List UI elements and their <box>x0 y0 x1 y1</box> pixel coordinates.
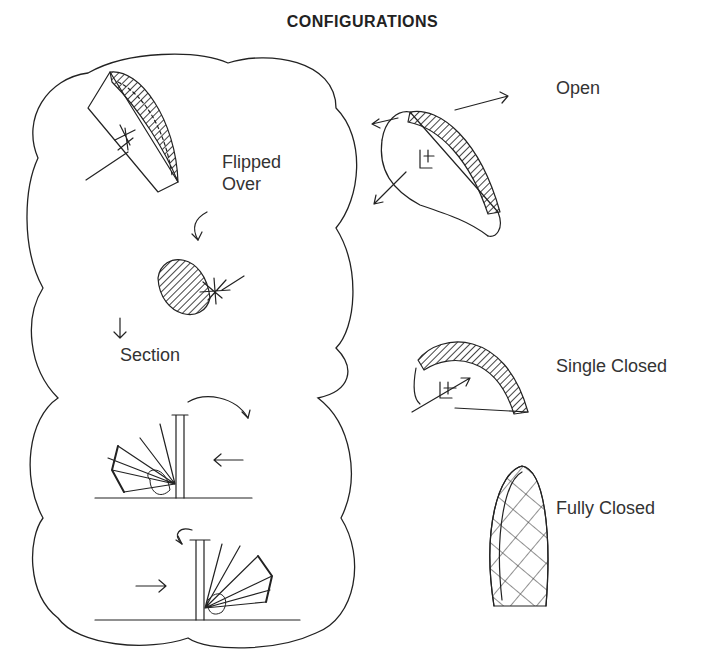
flipped-sketch <box>158 260 244 315</box>
single-closed-sketch <box>412 342 528 414</box>
configuration-label: Open <box>556 78 716 100</box>
cloud-label: Flipped Over <box>222 152 302 195</box>
cloud-outline <box>18 48 373 654</box>
section-sketch-2 <box>95 529 300 620</box>
down-arrow <box>114 318 126 338</box>
open-sketch <box>372 92 508 236</box>
configuration-label: Single Closed <box>556 356 716 378</box>
cloud-region: Flipped OverSection <box>18 48 373 654</box>
section-sketch-1 <box>95 397 252 498</box>
flip-arrow <box>192 212 207 240</box>
fully-closed-sketch <box>490 466 548 606</box>
configuration-label: Fully Closed <box>556 498 716 520</box>
cloud-label: Section <box>120 345 210 367</box>
open-sketch-top <box>86 72 178 192</box>
diagram-title: CONFIGURATIONS <box>0 12 725 31</box>
